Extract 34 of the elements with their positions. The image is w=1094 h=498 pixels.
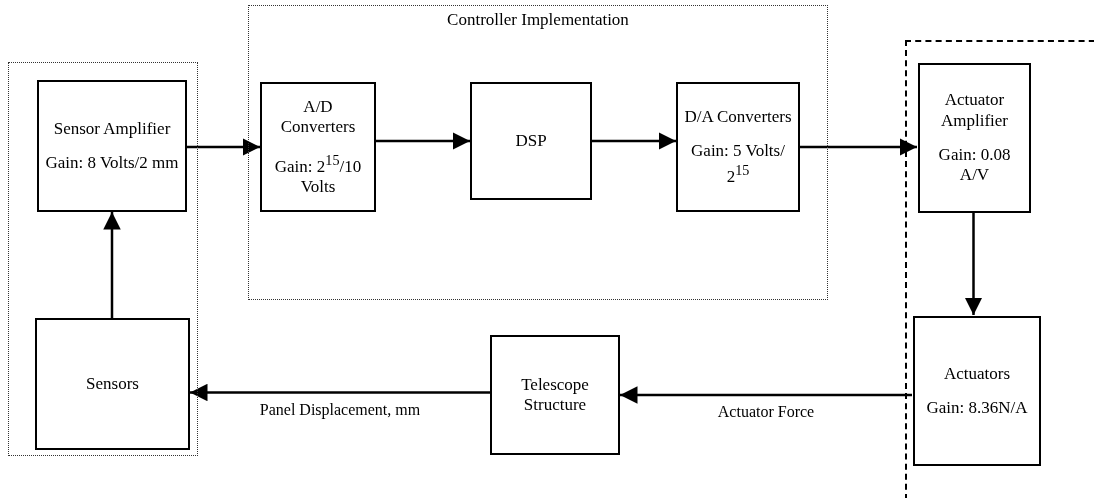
arrow — [620, 386, 912, 404]
edge-label: Panel Displacement, mm — [257, 400, 423, 419]
gain-text: Gain: 8 Volts/2 mm — [45, 153, 179, 174]
arrow — [187, 138, 260, 156]
block-box — [918, 63, 1031, 213]
dashed-group-box — [905, 40, 1094, 498]
gain-text: Gain: 2$^{15}$/10 Volts — [273, 151, 363, 198]
block-title: DSP — [515, 130, 547, 152]
arrow — [800, 138, 917, 156]
gain-text: Gain: 5 Volts/ 2$^{15}$ — [690, 141, 786, 187]
block-title: Actuators — [943, 363, 1011, 384]
block-box — [470, 82, 592, 200]
arrow — [376, 132, 470, 150]
block-box — [35, 318, 190, 450]
block-title: Actuator Amplifier — [939, 90, 1009, 131]
arrow — [592, 132, 676, 150]
block-title: Sensor Amplifier — [53, 118, 171, 139]
block-box — [490, 335, 620, 455]
gain-text: Gain: 8.36N/A — [926, 398, 1028, 419]
block-box — [676, 82, 800, 212]
gain-text: Gain: 0.08 A/V — [937, 145, 1012, 186]
block-box — [260, 82, 376, 212]
block-box — [913, 316, 1041, 466]
arrow — [190, 383, 490, 402]
dotted-group-box — [248, 5, 828, 300]
arrow — [103, 212, 121, 318]
block-box — [37, 80, 187, 212]
block-title: Sensors — [86, 373, 139, 395]
block-title: D/A Converters — [684, 107, 792, 128]
arrow — [964, 212, 983, 315]
group-title: Controller Implementation — [447, 10, 629, 31]
block-title: A/D Converters — [279, 96, 357, 138]
dotted-group-box — [8, 62, 198, 456]
block-title: Telescope Structure — [520, 374, 590, 416]
